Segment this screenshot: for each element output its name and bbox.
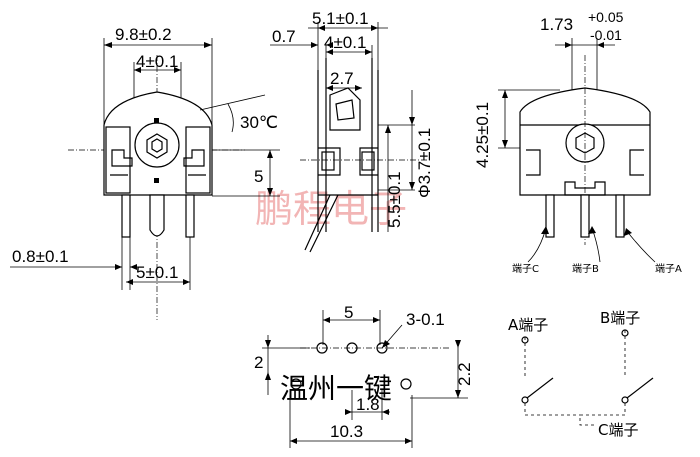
right-view: 1.73 +0.05 -0.01 4.25±0.1 端子C 端子B 端子A	[473, 9, 682, 275]
right-pin-a	[615, 194, 625, 238]
dim-right-tol-minus: -0.01	[590, 27, 622, 43]
dim-side-inner: 4±0.1	[324, 33, 366, 52]
dim-pcb-right-h: 2.2	[455, 362, 474, 386]
dim-side-offset: 0.7	[272, 27, 296, 46]
side-shaft	[329, 87, 361, 131]
dim-front-height: 5	[254, 167, 263, 186]
front-pin-right	[185, 194, 195, 238]
dim-side-step: 2.7	[330, 69, 354, 88]
dim-pcb-total: 10.3	[330, 422, 363, 441]
front-pin-left	[121, 194, 131, 238]
dim-side-width: 5.1±0.1	[312, 9, 369, 28]
hex-socket-icon	[146, 133, 168, 159]
dim-right-height: 4.25±0.1	[473, 102, 492, 168]
schematic-label-b: B端子	[600, 309, 640, 327]
dim-pcb-holes: 3-0.1	[406, 310, 445, 329]
front-view: 9.8±0.2 4±0.1 30℃ 5	[10, 25, 280, 320]
dim-pcb-left-h: 2	[254, 353, 263, 372]
label-terminal-c: 端子C	[512, 262, 539, 275]
front-right-tab	[185, 126, 211, 194]
dim-side-height: 5.5±0.1	[385, 171, 404, 228]
overlay-text: 温州一键	[280, 372, 392, 405]
switch-contact-b	[626, 377, 654, 399]
side-view: 5.1±0.1 4±0.1 0.7 2.7 5.	[270, 9, 434, 253]
schematic-label-c: C端子	[598, 421, 638, 439]
dim-pcb-pitch: 5	[344, 303, 353, 322]
pcb-hole-4	[290, 378, 302, 390]
label-terminal-b: 端子B	[572, 262, 599, 275]
dim-right-shaft: 1.73	[540, 15, 573, 34]
dim-front-pin-width: 0.8±0.1	[12, 247, 69, 266]
dim-side-diameter: Φ3.7±0.1	[415, 128, 434, 198]
dim-front-pin-pitch: 5±0.1	[136, 263, 178, 282]
switch-schematic: A端子 B端子 C端子	[508, 309, 654, 439]
schematic-label-a: A端子	[508, 316, 548, 334]
dim-pcb-offset: 1.8	[356, 395, 380, 414]
switch-contact-a	[526, 377, 554, 399]
front-left-tab	[105, 126, 131, 194]
label-terminal-a: 端子A	[655, 262, 682, 275]
right-pin-c	[545, 194, 555, 238]
front-pin-center	[149, 194, 165, 237]
dim-front-angle: 30℃	[240, 113, 278, 132]
dim-right-tol-plus: +0.05	[588, 9, 624, 25]
right-pin-b	[580, 194, 590, 238]
pcb-layout: 5 3-0.1 2 2.2 1.8	[254, 303, 474, 448]
dim-front-inner: 4±0.1	[136, 52, 178, 71]
dim-front-width: 9.8±0.2	[115, 25, 172, 44]
pcb-hole-5	[400, 378, 412, 390]
